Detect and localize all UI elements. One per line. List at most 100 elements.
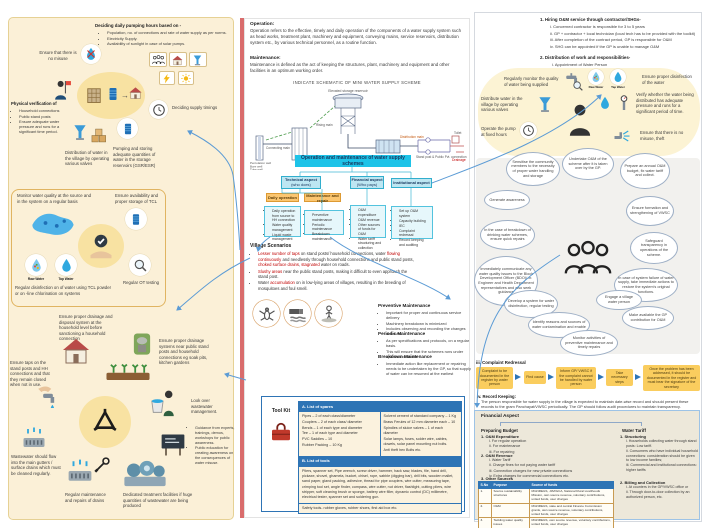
treatment-text: Dedicated treatment facilities if huge q… [123,492,193,509]
wp-tap-label: Tap Water [611,85,625,89]
toolkit-table: A. List of spares Pipes – 2 of each clas… [298,401,462,515]
svg-text:Rising main: Rising main [316,123,333,127]
complaint-arrow-2 [548,374,554,380]
quality-frame [11,189,166,307]
maintenance-repair-list: Preventive maintenance Periodic maintena… [304,210,344,241]
distribution-title: 2. Distribution of work and responsibili… [540,55,631,60]
flowchart-institutional: Institutional aspect [391,178,432,188]
bubble-awareness: Generate awareness [484,190,530,210]
hiring-title: 1. Hiring O&M service through contractor… [540,17,641,22]
table-row: 2. O&M MGNREGS, state and central Financ… [478,502,614,519]
scenario-item: Slushy areas near the public stand posts… [258,269,418,280]
complaint-arrow-1 [515,374,521,380]
wp-clock-icon [520,122,537,139]
svg-text:Connecting main: Connecting main [266,146,290,150]
drainage-house-icon [57,334,95,366]
exp-list: i. For regular operation ii. For mainten… [489,439,527,454]
toolbox-icon [268,420,294,444]
operation-body: Operation refers to the effective, timel… [250,28,462,46]
table-row: 3. Tackling water quality issues MGNREGS… [478,517,614,528]
training-board-icon [159,430,187,460]
look-over-text: Look over wastewater management. [191,398,218,415]
preventive-list: Important for proper and continuous serv… [380,310,474,337]
valve-funnel-icon [71,122,89,142]
supply-timings-text: Deciding supply timings [172,105,218,110]
wp-drops-icon [598,96,612,110]
wp-distribute-text: Distribute water in the village by opera… [481,96,523,113]
spares-right-list: Solvent cement of standard company – 1 K… [383,413,457,452]
sewage-pipe-icon [284,300,311,327]
no-misuse-text: Ensure that there is no misuse [39,50,77,61]
preventive-title: Preventive Maintenance [378,303,431,308]
wastewater-person-icon [149,388,179,418]
tariff-title: Water Tariff [622,428,646,433]
bubble-monitor-preventive: Monitor activities of preventive mainten… [560,330,618,356]
electricity-icon [159,71,175,85]
wp-monitor-text: Regularly monitor the quality of water b… [504,76,559,87]
population-icon [149,52,167,67]
bubble-system-failure: In case of system failure of water suppl… [614,268,678,302]
wp-mag-icon [572,80,584,92]
flow-arrow: → [121,91,129,100]
flowchart-root: Operation and maintenance of water suppl… [295,155,411,167]
financial-aspect-list: O&M expenditure O&M revenue Other source… [350,205,386,250]
bubble-sensitise: Sensitise the community members to the n… [506,152,560,186]
raw-water-label: Raw Water [27,277,45,281]
wp-raw-label: Raw Water [588,85,604,89]
tcl-drum-icon [125,208,147,230]
scenario-item: Water accumulation on in low-lying areas… [258,280,418,291]
tools-text: Pliers, spanner set, Pipe wrench, screw … [298,465,462,504]
wp-sprinkler-icon [612,126,632,146]
table-row: 1. Source sustainability structures MGNR… [478,488,614,504]
kitchen-garden-icon [105,362,151,380]
storage-tank-icon [105,81,121,107]
svg-text:Percolation well: Percolation well [250,161,271,165]
village-house-icon [128,85,143,100]
financial-title: Financial Aspect [481,414,519,419]
gutter-drain-icon [17,426,51,450]
village-scenarios-list: Lesser number of taps on stand posts/ ho… [252,251,418,292]
flowchart-maintenance-repair: Maintenance and repair [304,193,341,203]
wp-standpost-icon [536,94,554,114]
ot-testing-text: Regular OT testing [123,280,159,285]
wp-tap-drop-icon [610,69,626,85]
tcl-storage-text: Ensure availability and proper storage o… [115,193,158,204]
spares-left-list: Pipes – 2 of each class/diameter Coupler… [302,413,363,448]
reservoir-icon [117,118,138,139]
hiring-list: i. Concerned contractor is responsible f… [550,24,696,49]
mosquito-icon [253,300,280,327]
bubble-gp-contribution: Make available the GP contribution for O… [622,306,674,330]
wp-misuse-text: Ensure that there is no misuse, theft [640,130,684,141]
institutional-aspect-list: Set up O&M system Capacity building IEC … [391,206,433,247]
flowchart-financial: Financial aspect(Who pays) [350,176,384,189]
crates-icon [91,128,113,143]
maintenance-body: Maintenance is defined as the act of kee… [250,62,450,74]
budget-title: Preparing Budget [481,428,518,433]
operation-heading: Operation: [250,22,275,27]
wastewater-center-circle [79,396,131,448]
operator-flag-icon [51,78,73,102]
monitor-quality-text: Monitor water quality at the source and … [17,193,92,204]
physical-verification-title: Physical verification of [11,101,57,106]
maintenance-heading: Maintenance: [250,56,281,61]
complaint-step-5: Once the problem has been addressed, it … [643,365,700,391]
quality-center-circle [78,224,124,268]
gp-people-icon [560,228,616,286]
breakdown-title: Breakdown Maintenance [378,354,432,359]
tap-water-label: Tap Water [58,277,74,281]
complaint-step-4: Take necessary steps [606,369,633,386]
water-person-figure [562,94,598,146]
billing-list: i. At counters in the GP/VWSC office or … [626,485,690,499]
disinfection-text: Regular disinfection on of water using T… [15,285,112,296]
drainage-public-text: Ensure proper drainage systems near publ… [159,338,209,366]
clock-icon [149,100,168,119]
wastewater-flow-text: Wastewater should flow into the main gut… [11,454,61,476]
scenario-item: Lesser number of taps on stand posts/ ho… [258,251,418,268]
physical-verification-list: Household connections Public stand posts… [13,108,71,135]
guidance-list: Guidance from experts, trainings, demos,… [189,426,239,466]
wp-disinfect-text: Ensure proper disinfection of the water [642,74,692,85]
billing-title: 2. Billing and Collection [620,480,666,485]
struct-title: 1. Structuring [620,434,647,439]
bubble-transparency: Safeguard transparency in operations of … [630,232,678,264]
tap-water-drop-icon [55,254,77,276]
